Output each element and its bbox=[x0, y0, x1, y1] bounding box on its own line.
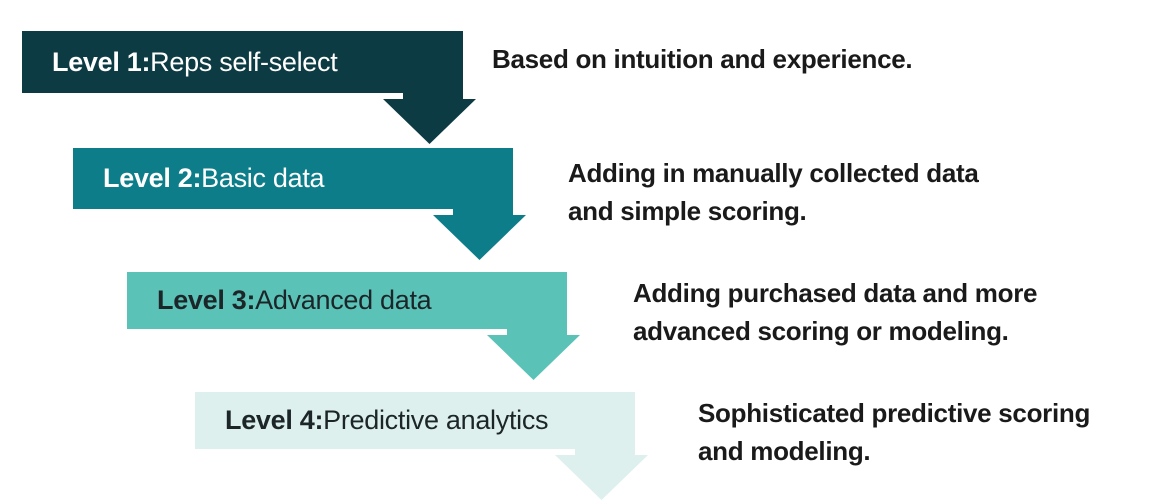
level-4-label-bold: Level 4: bbox=[225, 405, 324, 435]
level-3-label-bold: Level 3: bbox=[157, 285, 256, 315]
level-4-description: Sophisticated predictive scoring and mod… bbox=[698, 398, 1091, 466]
level-1-description: Based on intuition and experience. bbox=[492, 44, 913, 74]
level-1-label-bold: Level 1: bbox=[52, 46, 151, 77]
down-arrow-icon bbox=[433, 208, 526, 260]
level-4-label-rest: Predictive analytics bbox=[323, 405, 549, 435]
level-3-label-rest: Advanced data bbox=[255, 285, 432, 315]
level-4-bar: Level 4: Predictive analytics bbox=[195, 392, 635, 449]
down-arrow-shape bbox=[487, 328, 580, 380]
down-arrow-icon bbox=[383, 92, 476, 144]
level-2-bar: Level 2: Basic data bbox=[73, 148, 513, 209]
level-2-label-rest: Basic data bbox=[201, 163, 325, 193]
down-arrow-shape bbox=[555, 448, 648, 500]
level-3-bar: Level 3: Advanced data bbox=[127, 272, 567, 329]
down-arrow-icon bbox=[555, 448, 648, 500]
down-arrow-icon bbox=[487, 328, 580, 380]
level-2-description: Adding in manually collected data and si… bbox=[568, 158, 979, 226]
level-2-label-bold: Level 2: bbox=[103, 163, 202, 193]
level-1-bar: Level 1: Reps self-select bbox=[22, 31, 463, 93]
level-1-label-rest: Reps self-select bbox=[150, 46, 338, 77]
down-arrow-shape bbox=[433, 208, 526, 260]
level-3-description: Adding purchased data and more advanced … bbox=[633, 278, 1038, 346]
down-arrow-shape bbox=[383, 92, 476, 144]
